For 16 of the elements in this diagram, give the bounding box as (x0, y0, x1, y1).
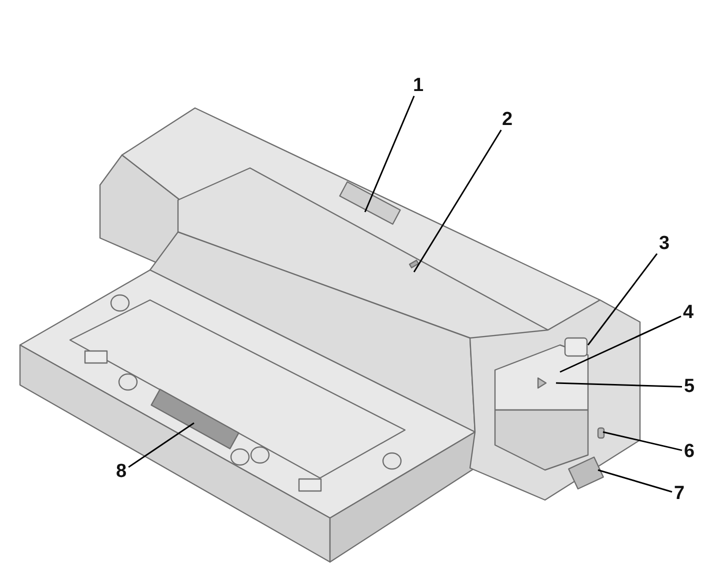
callout-number: 8 (114, 462, 129, 482)
callout-number: 4 (681, 303, 696, 323)
leader-line (560, 316, 682, 373)
leader-line (128, 422, 194, 468)
leader-line (556, 382, 682, 388)
callout-number: 5 (682, 377, 697, 397)
leader-line (587, 253, 658, 346)
leader-line (364, 96, 415, 212)
callout-number: 2 (500, 110, 515, 130)
callout-number: 3 (657, 234, 672, 254)
callout-number: 1 (411, 76, 426, 96)
callout-number: 7 (672, 484, 687, 504)
leader-line (413, 130, 502, 272)
leader-line (598, 469, 672, 493)
leader-line (602, 431, 682, 452)
callout-number: 6 (682, 442, 697, 462)
